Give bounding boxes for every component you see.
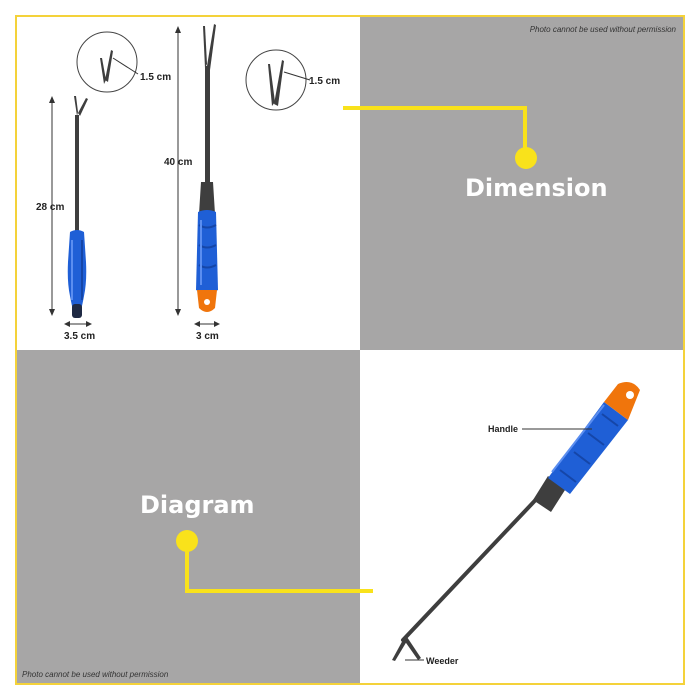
watermark-bottom: Photo cannot be used without permission (22, 670, 169, 679)
large-length-dimension-line (175, 26, 181, 316)
large-tip-inset (245, 49, 311, 111)
large-width-label: 3 cm (196, 331, 219, 342)
large-tip-label: 1.5 cm (309, 76, 341, 87)
diagram-heading: Diagram (140, 491, 255, 519)
small-tip-inset (76, 31, 139, 93)
dimension-title-panel (360, 17, 683, 350)
watermark-top: Photo cannot be used without permission (529, 25, 676, 34)
diagram-weeder-tool (392, 382, 640, 661)
small-tip-label: 1.5 cm (140, 72, 172, 83)
large-length-label: 40 cm (164, 157, 193, 168)
small-width-label: 3.5 cm (64, 331, 96, 342)
diagram-connector (176, 530, 373, 593)
large-weeder-tool (196, 24, 218, 312)
small-weeder-tool (67, 96, 88, 318)
small-length-label: 28 cm (36, 202, 65, 213)
handle-label: Handle (488, 424, 519, 434)
small-length-dimension-line (49, 96, 55, 316)
yellow-frame (15, 15, 685, 685)
weeder-label: Weeder (426, 656, 459, 666)
dimension-heading: Dimension (465, 174, 608, 202)
large-width-dimension-line (194, 321, 220, 327)
diagram-title-panel (17, 350, 360, 683)
small-width-dimension-line (64, 321, 92, 327)
dimension-connector (343, 106, 537, 169)
